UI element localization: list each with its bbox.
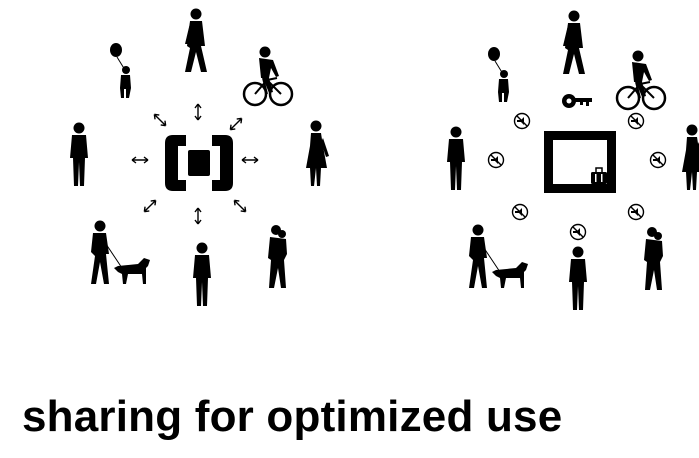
key-icon: [562, 94, 592, 108]
suitcase-icon: [591, 167, 607, 184]
child-icon: [569, 246, 587, 310]
walking-woman-icon: [306, 120, 329, 186]
walking-woman-icon: [682, 124, 699, 190]
cyclist-icon: [615, 49, 667, 111]
private-enclosure-icon: [544, 131, 616, 193]
walking-person-icon: [185, 8, 207, 72]
sharing-diagram: [70, 8, 699, 310]
standing-person-icon: [70, 122, 88, 186]
left-panel-open-sharing: [70, 8, 329, 306]
person-with-balloon-icon: [487, 46, 510, 103]
person-carrying-child-icon: [268, 225, 287, 288]
walking-person-icon: [563, 10, 585, 74]
standing-person-icon: [447, 126, 465, 190]
person-walking-dog-icon: [468, 224, 529, 289]
child-icon: [193, 242, 211, 306]
cyclist-icon: [242, 45, 294, 107]
person-carrying-child-icon: [644, 227, 663, 290]
person-walking-dog-icon: [90, 220, 151, 285]
right-panel-private-use: [447, 10, 699, 310]
person-with-balloon-icon: [109, 42, 132, 99]
caption: sharing for optimized use: [22, 392, 563, 441]
sharing-bracket-icon: [165, 135, 233, 191]
